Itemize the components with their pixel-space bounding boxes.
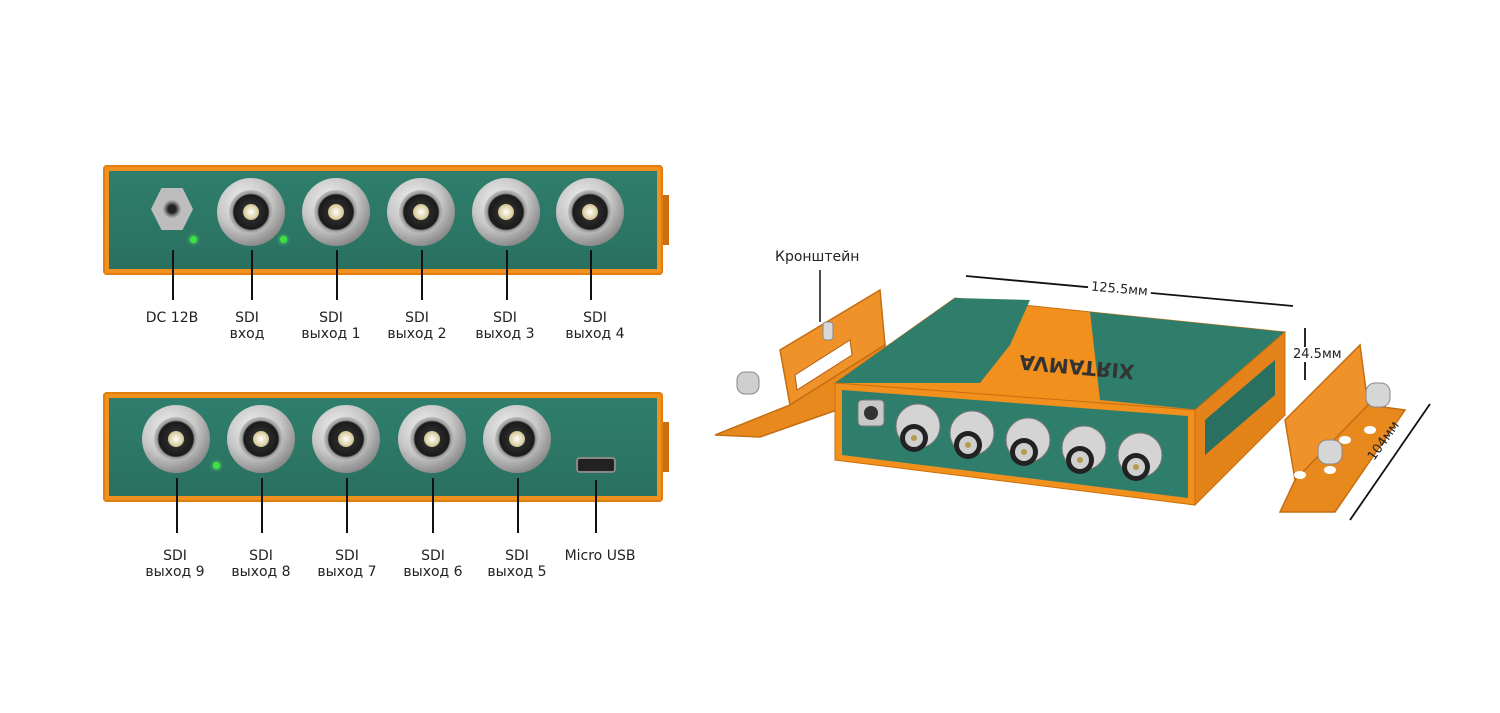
callout-line bbox=[172, 250, 174, 300]
sdi-output-connector-3d bbox=[1117, 432, 1163, 481]
sdi-output-4-connector bbox=[556, 178, 624, 246]
callout-line bbox=[517, 478, 519, 533]
callout-line bbox=[595, 480, 597, 533]
callout-line bbox=[176, 478, 178, 533]
callout-line bbox=[336, 250, 338, 300]
sdi-output-connector-3d bbox=[1061, 425, 1107, 474]
port-label-dc: DC 12В bbox=[145, 310, 199, 326]
sdi-output-1-connector bbox=[302, 178, 370, 246]
port-label-micro-usb: Micro USB bbox=[564, 548, 636, 564]
panel-lip bbox=[663, 422, 669, 472]
status-led bbox=[213, 462, 220, 469]
callout-line bbox=[421, 250, 423, 300]
callout-line bbox=[506, 250, 508, 300]
sdi-output-9-connector bbox=[142, 405, 210, 473]
sdi-output-connector-3d bbox=[1005, 417, 1051, 466]
panel-lip bbox=[663, 195, 669, 245]
sdi-input-connector-3d bbox=[895, 403, 941, 452]
dc-power-jack bbox=[151, 188, 193, 230]
sdi-output-3-connector bbox=[472, 178, 540, 246]
sdi-output-7-connector bbox=[312, 405, 380, 473]
device-connectors bbox=[857, 399, 1163, 481]
sdi-input-led bbox=[280, 236, 287, 243]
depth-dimension-line bbox=[1349, 403, 1431, 521]
callout-line bbox=[590, 250, 592, 300]
micro-usb-port bbox=[576, 457, 616, 473]
power-led bbox=[190, 236, 197, 243]
callout-line bbox=[251, 250, 253, 300]
sdi-output-6-connector bbox=[398, 405, 466, 473]
callout-line bbox=[346, 478, 348, 533]
device-body: AVMATRIX bbox=[833, 297, 1287, 507]
sdi-output-8-connector bbox=[227, 405, 295, 473]
sdi-output-5-connector bbox=[483, 405, 551, 473]
bracket-label: Кронштейн bbox=[775, 249, 860, 265]
height-label: 24.5мм bbox=[1293, 347, 1342, 362]
callout-line bbox=[261, 478, 263, 533]
sdi-input-connector bbox=[217, 178, 285, 246]
sdi-output-2-connector bbox=[387, 178, 455, 246]
right-bracket bbox=[1278, 343, 1407, 513]
sdi-output-connector-3d bbox=[949, 410, 995, 459]
callout-line bbox=[432, 478, 434, 533]
